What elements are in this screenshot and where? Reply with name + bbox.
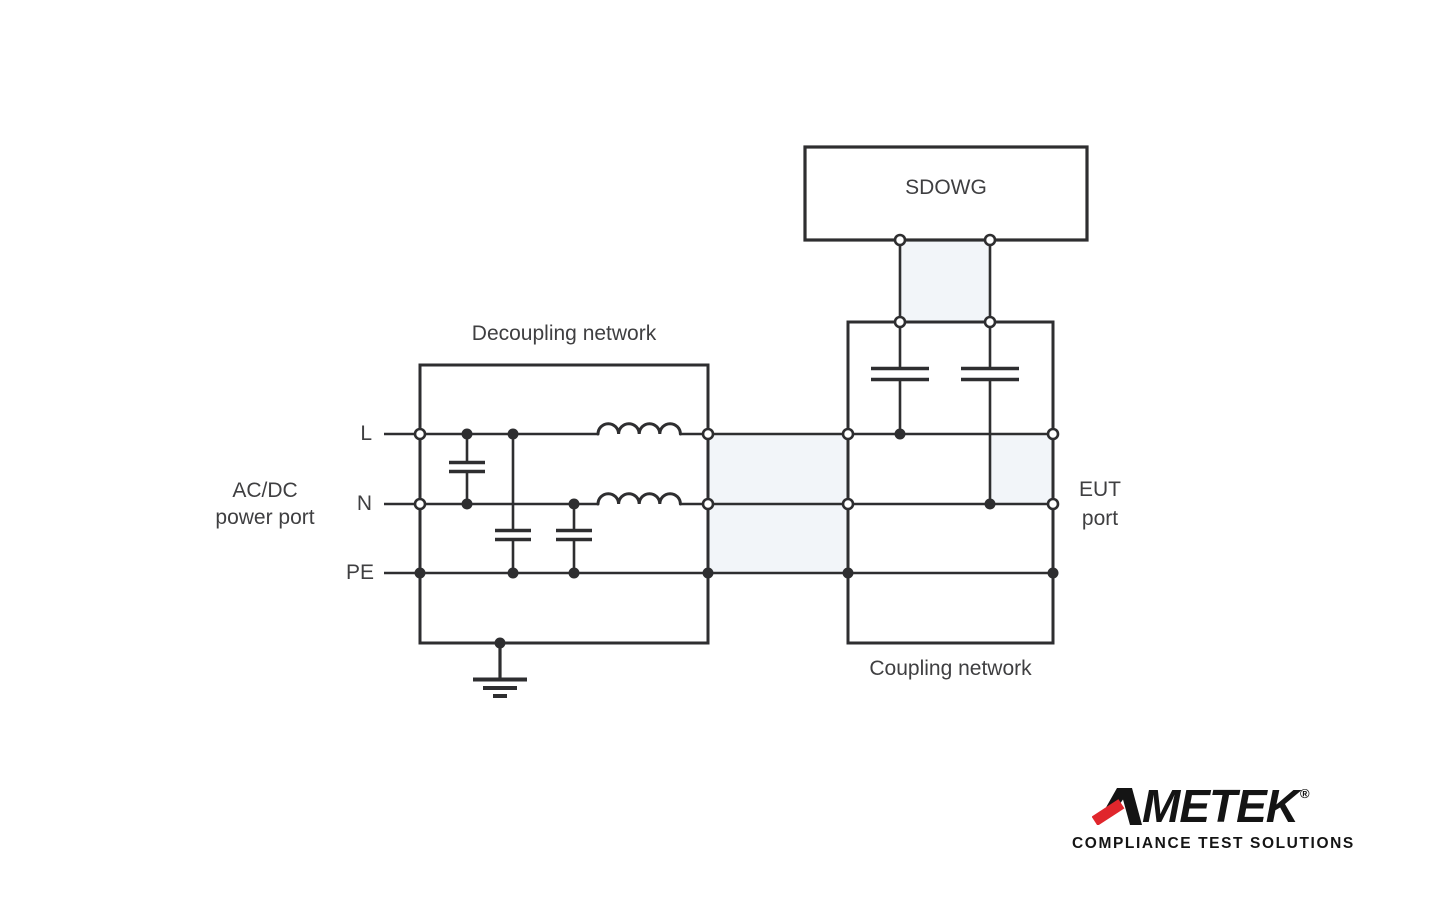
sdowg-label: SDOWG: [905, 176, 987, 199]
eut-label-line1: EUT: [1079, 478, 1121, 501]
decoupling-network-label: Decoupling network: [471, 322, 657, 345]
coupling-capacitor-n: [961, 366, 1019, 382]
acdc-label-line1: AC/DC: [232, 479, 298, 502]
ametek-tagline: COMPLIANCE TEST SOLUTIONS: [1072, 835, 1355, 852]
coupling-network-label: Coupling network: [869, 657, 1032, 680]
eut-label-line2: port: [1081, 507, 1119, 530]
capacitor-l-pe: [495, 434, 531, 573]
ametek-wordmark: METEK ®: [1092, 780, 1364, 832]
sdowg-leads: [898, 240, 992, 504]
acdc-power-port-label: AC/DC power port: [180, 477, 350, 531]
capacitor-l-n: [449, 434, 485, 504]
terminals: [413, 233, 1060, 511]
inductor-l: [596, 422, 682, 436]
junction-dots: [414, 428, 1059, 649]
line-label-pe: PE: [345, 561, 374, 584]
capacitor-n-pe: [556, 504, 592, 573]
registered-trademark-icon: ®: [1300, 786, 1310, 801]
inductor-n: [596, 492, 682, 506]
eut-port-label: EUT port: [1058, 475, 1142, 533]
wire-l: [384, 422, 1053, 436]
shaded-regions: [708, 240, 1053, 573]
line-label-n: N: [356, 492, 372, 515]
ametek-a-icon: [1092, 788, 1142, 825]
ground-symbol: [473, 643, 527, 698]
acdc-label-line2: power port: [215, 506, 315, 529]
coupling-capacitor-l: [871, 366, 929, 382]
ametek-logo: METEK ® COMPLIANCE TEST SOLUTIONS: [1072, 780, 1364, 853]
line-label-l: L: [360, 422, 372, 445]
ametek-brand-text: METEK: [1142, 780, 1299, 832]
coupling-box: [846, 320, 1055, 645]
sdowg-box: [803, 145, 1089, 242]
